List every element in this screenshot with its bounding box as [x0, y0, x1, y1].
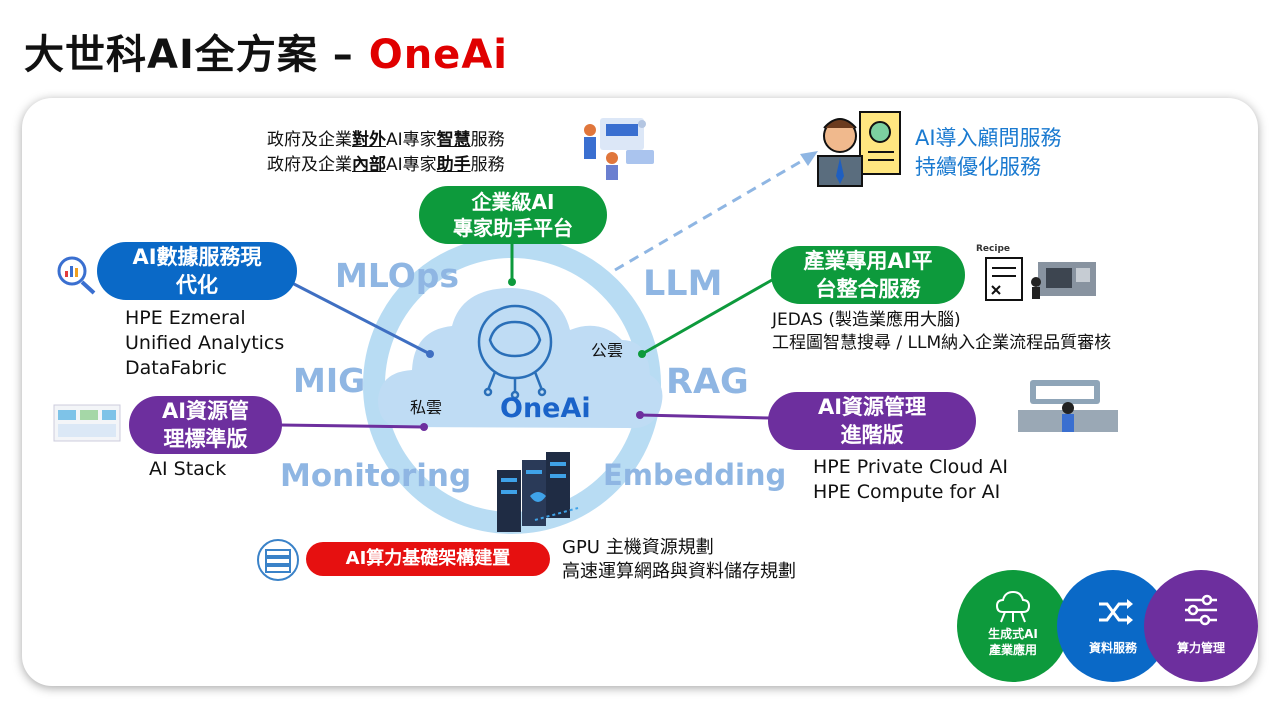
- control-room-icon: [1018, 380, 1118, 432]
- data-modernization-pill[interactable]: AI數據服務現代化: [97, 242, 297, 300]
- res-adv-item-2: HPE Compute for AI: [813, 481, 1001, 503]
- top-line-2: 政府及企業內部AI專家助手服務: [267, 155, 505, 175]
- connector-industry: [641, 278, 773, 356]
- consult-line-1: AI導入顧問服務: [915, 126, 1062, 150]
- shuffle-icon: [1099, 599, 1133, 625]
- team-illustration: [584, 118, 654, 180]
- ring-label-monitoring: Monitoring: [280, 458, 472, 494]
- ring-label-mlops: MLOps: [335, 256, 460, 295]
- top-line-1: 政府及企業對外AI專家智慧服務: [267, 130, 505, 150]
- recipe-document-icon: [985, 257, 1023, 301]
- sliders-icon: [1185, 594, 1217, 626]
- ring-label-embedding: Embedding: [603, 458, 787, 492]
- industry-ai-pill[interactable]: 產業專用AI平台整合服務: [771, 246, 965, 304]
- resource-standard-pill[interactable]: AI資源管理標準版: [129, 396, 282, 454]
- brain-gear-icon: [477, 304, 553, 400]
- ring-label-mig: MIG: [293, 361, 366, 400]
- consult-line-2: 持續優化服務: [915, 155, 1041, 179]
- resource-advanced-pill[interactable]: AI資源管理進階版: [768, 392, 976, 450]
- industry-item-2: 工程圖智慧搜尋 / LLM納入企業流程品質審核: [772, 333, 1112, 353]
- server-rack-icon: [497, 452, 579, 532]
- ring-label-rag: RAG: [666, 362, 749, 402]
- consultant-icon: [817, 111, 901, 187]
- compute-management-button[interactable]: 算力管理: [1144, 570, 1258, 682]
- infra-item-1: GPU 主機資源規劃: [562, 537, 714, 558]
- connector-res-adv: [639, 413, 771, 420]
- analytics-magnifier-icon: [57, 256, 96, 295]
- recipe-label: Recipe: [976, 244, 1011, 254]
- res-adv-item-1: HPE Private Cloud AI: [813, 456, 1008, 478]
- cnc-machine-icon: [1031, 262, 1096, 299]
- connector-data: [291, 281, 431, 356]
- industry-item-1: JEDAS (製造業應用大腦): [772, 310, 961, 330]
- connector-res-std: [279, 423, 425, 429]
- res-std-item-1: AI Stack: [149, 458, 227, 480]
- slide-title: 大世科AI全方案 – OneAi: [24, 32, 508, 78]
- data-item-2: Unified Analytics: [125, 332, 285, 354]
- title-brand: OneAi: [368, 32, 508, 78]
- data-item-3: DataFabric: [125, 357, 227, 379]
- data-item-1: HPE Ezmeral: [125, 307, 246, 329]
- server-list-icon: [257, 539, 299, 581]
- ring-label-llm: LLM: [643, 264, 723, 304]
- dashboard-thumbnail: [53, 404, 121, 442]
- oneai-cloud: [378, 288, 663, 429]
- connector-consult: [614, 153, 813, 272]
- cloud-network-icon: [995, 590, 1031, 623]
- private-cloud-label: 私雲: [410, 398, 443, 417]
- infra-item-2: 高速運算網路與資料儲存規劃: [562, 561, 796, 582]
- infra-pill[interactable]: AI算力基礎架構建置: [306, 542, 550, 576]
- public-cloud-label: 公雲: [591, 341, 624, 360]
- oneai-brand-label: OneAi: [500, 393, 591, 424]
